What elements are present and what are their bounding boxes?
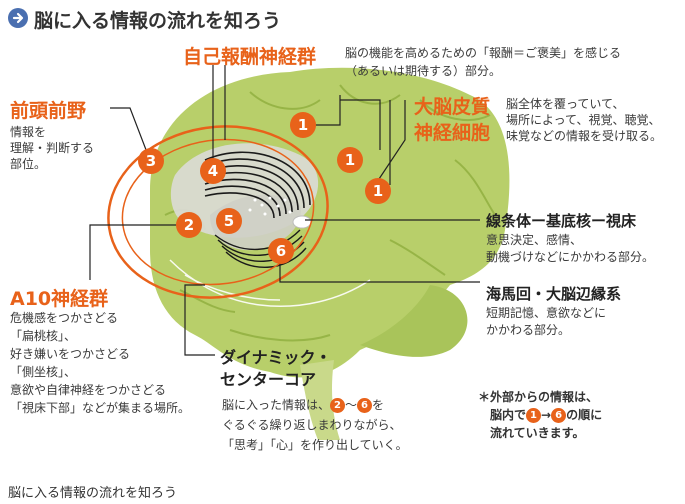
striatum-desc-2: 動機づけなどにかかわる部分。 <box>486 250 655 264</box>
marker-2: 2 <box>176 212 202 238</box>
reward-title: 自己報酬神経群 <box>183 46 317 68</box>
a10-title: A10神経群 <box>10 288 109 310</box>
page-title: 脳に入る情報の流れを知ろう <box>34 10 282 32</box>
external-line-2a: 脳内で <box>490 408 527 422</box>
reward-desc-1: 脳の機能を高めるための「報酬＝ご褒美」を感じる <box>345 46 622 60</box>
striatum-desc-1: 意思決定、感情、 <box>486 233 583 247</box>
marker-6: 6 <box>268 238 294 264</box>
reward-desc-2: （あるいは期待する）部分。 <box>345 64 502 78</box>
cortex-title-1: 大脳皮質 <box>414 96 491 118</box>
a10-desc-6: 「視床下部」などが集まる場所。 <box>10 401 191 415</box>
marker-1-a: 1 <box>290 112 316 138</box>
caption: 脳に入る情報の流れを知ろう <box>8 486 178 501</box>
striatum-title: 線条体ー基底核ー視床 <box>486 212 637 230</box>
dynamic-desc-1b: 〜 <box>345 398 358 412</box>
a10-desc-4: 「側坐核」、 <box>10 365 77 379</box>
hippocampus-desc-2: かかわる部分。 <box>486 323 571 337</box>
dynamic-desc-3: 「思考」「心」を作り出していく。 <box>222 438 408 452</box>
marker-5: 5 <box>216 208 242 234</box>
prefrontal-title: 前頭前野 <box>10 100 87 122</box>
hippocampus-desc-1: 短期記憶、意欲などに <box>486 306 607 320</box>
external-line-2c: の順に <box>566 408 603 422</box>
dynamic-title-1: ダイナミック・ <box>220 348 332 367</box>
cortex-desc-1: 脳全体を覆っていて、 <box>506 97 625 111</box>
hippocampus-title: 海馬回・大脳辺縁系 <box>486 285 622 303</box>
cortex-desc-3: 味覚などの情報を受け取る。 <box>506 129 663 143</box>
dynamic-desc-1c: を <box>372 398 385 412</box>
external-num-a: 1 <box>526 408 542 423</box>
prefrontal-desc-1: 情報を <box>10 125 47 139</box>
dynamic-desc-1a: 脳に入った情報は、 <box>222 398 331 412</box>
a10-desc-3: 好き嫌いをつかさどる <box>10 347 131 361</box>
dynamic-desc-2: ぐるぐる繰り返しまわりながら、 <box>222 418 402 432</box>
dynamic-num-b: 6 <box>357 398 373 413</box>
dynamic-num-a: 2 <box>330 398 346 413</box>
external-line-2b: → <box>541 408 552 422</box>
header-arrow-icon <box>8 8 28 28</box>
marker-4: 4 <box>200 158 226 184</box>
external-line-1: ＊外部からの情報は、 <box>478 390 599 404</box>
marker-3: 3 <box>138 148 164 174</box>
cortex-title-2: 神経細胞 <box>414 122 491 144</box>
external-line-3: 流れていきます。 <box>490 426 585 440</box>
cortex-desc-2: 場所によって、視覚、聴覚、 <box>506 113 661 127</box>
prefrontal-desc-2: 理解・判断する <box>10 141 95 155</box>
external-num-b: 6 <box>551 408 567 423</box>
a10-desc-5: 意欲や自律神経をつかさどる <box>10 383 167 397</box>
a10-desc-1: 危機感をつかさどる <box>10 311 119 325</box>
dynamic-title-2: センターコア <box>220 370 317 389</box>
a10-desc-2: 「扁桃核」、 <box>10 329 77 343</box>
marker-1-c: 1 <box>365 178 391 204</box>
prefrontal-desc-3: 部位。 <box>10 157 47 171</box>
marker-1-b: 1 <box>337 147 363 173</box>
